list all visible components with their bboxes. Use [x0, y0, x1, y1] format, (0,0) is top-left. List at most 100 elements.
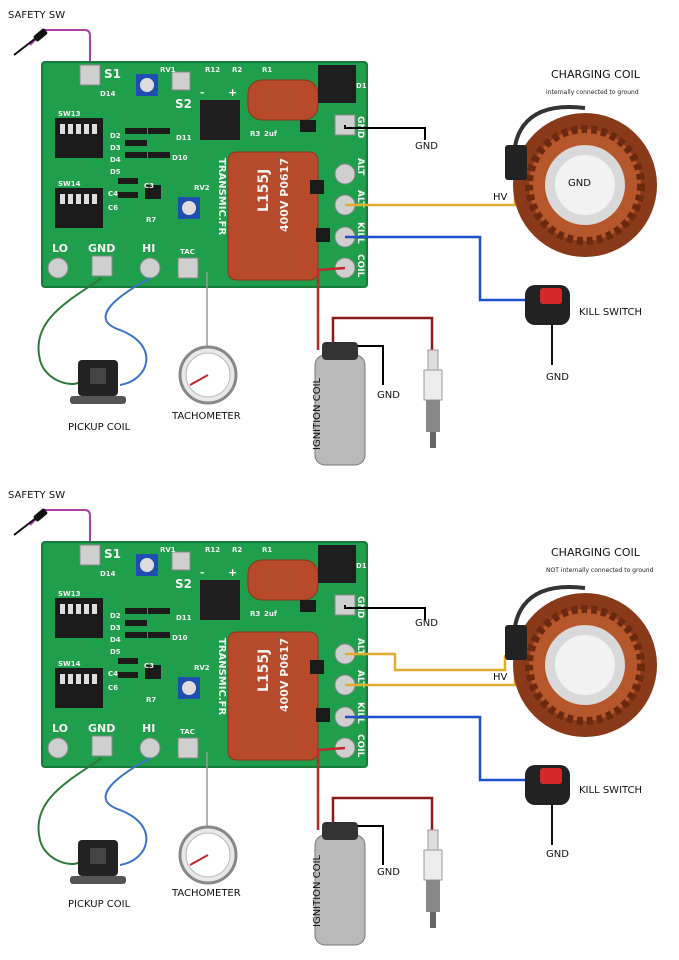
tachometer-label: TACHOMETER	[172, 888, 241, 899]
label-c3: C3	[144, 182, 154, 190]
label-r2: R2	[232, 66, 242, 74]
kill-switch-icon	[525, 765, 570, 845]
label-term-kill: KILL	[355, 702, 365, 724]
coil-wire	[316, 266, 346, 350]
label-s1: S1	[104, 547, 121, 561]
charging-coil-icon	[505, 104, 657, 257]
label-term-alt-2: ALT	[355, 190, 365, 208]
kill-switch-icon	[525, 285, 570, 365]
safety-switch-icon	[13, 28, 48, 56]
ignition-pcb: S1 S2 RV1 RV2 R12 R2 R1 R3 R7 D1 D2 D3 D…	[41, 541, 368, 768]
hv-lead	[331, 796, 434, 840]
pickup-coil-icon	[70, 360, 126, 404]
label-gnd-pad: GND	[88, 722, 115, 735]
label-c6: C6	[108, 684, 118, 692]
pickup-coil-icon	[70, 840, 126, 884]
label-c4: C4	[108, 190, 118, 198]
stator-gnd-label: GND	[568, 178, 591, 189]
charging-coil-icon	[505, 584, 657, 737]
label-d14: D14	[100, 90, 116, 98]
label-r7: R7	[146, 216, 156, 224]
label-rv1: RV1	[160, 546, 176, 554]
label-sw13: SW13	[58, 110, 81, 118]
ignition-pcb: S1 S2 RV1 RV2 R12 R2 R1 R3 R7 D1 D2 D3 D…	[41, 61, 368, 288]
label-tac: TAC	[180, 248, 195, 256]
hv-wire-2	[345, 658, 517, 687]
label-s1: S1	[104, 67, 121, 81]
label-cap-1: L155J	[256, 649, 272, 692]
label-rv1: RV1	[160, 66, 176, 74]
kill-switch-label: KILL SWITCH	[579, 307, 643, 318]
kill-gnd-label: GND	[546, 372, 569, 383]
label-r2: R2	[232, 546, 242, 554]
tachometer-icon	[178, 345, 238, 405]
hv-lead	[331, 316, 434, 360]
label-d14: D14	[100, 570, 116, 578]
label-d2: D2	[110, 132, 121, 140]
pickup-wire-blue	[104, 277, 151, 386]
safety-wire	[29, 509, 91, 558]
ignition-coil-label: IGNITION COIL	[312, 854, 323, 927]
hv-label: HV	[493, 672, 508, 683]
label-rv2: RV2	[194, 184, 210, 192]
label-c3: C3	[144, 662, 154, 670]
kill-wire	[345, 235, 530, 302]
label-sw14: SW14	[58, 180, 81, 188]
label-d10: D10	[172, 154, 188, 162]
label-term-kill: KILL	[355, 222, 365, 244]
label-r1: R1	[262, 66, 272, 74]
label-r3: R3	[250, 130, 260, 138]
label-s2: S2	[175, 577, 192, 591]
label-hi: HI	[142, 722, 155, 735]
label-lo: LO	[52, 242, 68, 255]
pickup-coil-label: PICKUP COIL	[68, 899, 131, 910]
label-d10: D10	[172, 634, 188, 642]
ignition-coil-icon	[314, 822, 366, 946]
label-term-coil: COIL	[355, 734, 365, 758]
label-c4: C4	[108, 670, 118, 678]
label-cap-2: 400V P0617	[278, 158, 291, 232]
label-tac: TAC	[180, 728, 195, 736]
tachometer-label: TACHOMETER	[172, 411, 241, 422]
label-r12: R12	[205, 66, 220, 74]
label-gnd-pad: GND	[88, 242, 115, 255]
kill-gnd-label: GND	[546, 849, 569, 860]
kill-switch-label: KILL SWITCH	[579, 785, 643, 796]
gnd-wire	[344, 605, 426, 620]
label-r7: R7	[146, 696, 156, 704]
label-d11: D11	[176, 134, 192, 142]
label-r12: R12	[205, 546, 220, 554]
label-term-alt-2: ALT	[355, 670, 365, 688]
ign-gnd-label: GND	[377, 390, 400, 401]
charging-coil-label: CHARGING COIL	[551, 68, 640, 81]
charging-coil-note: internally connected to ground	[546, 89, 639, 96]
label-brand: TRANSMIC.FR	[216, 158, 227, 235]
label-hi: HI	[142, 242, 155, 255]
ignition-coil-icon	[314, 342, 366, 466]
label-d1: D1	[356, 82, 367, 90]
label-cap-2: 400V P0617	[278, 638, 291, 712]
diagram-panel-internal-ground: S1 S2 RV1 RV2 R12 R2 R1 R3 R7 D1 D2 D3 D…	[0, 0, 679, 470]
label-cap-1: L155J	[256, 169, 272, 212]
label-d5: D5	[110, 648, 121, 656]
spark-plug-icon	[423, 349, 443, 448]
label-sw13: SW13	[58, 590, 81, 598]
ignition-coil-label: IGNITION COIL	[312, 377, 323, 450]
pickup-wire-blue	[104, 757, 151, 866]
pickup-coil-label: PICKUP COIL	[68, 422, 131, 433]
wiring-diagram-top: S1 S2 RV1 RV2 R12 R2 R1 R3 R7 D1 D2 D3 D…	[13, 28, 657, 466]
pickup-wire-green	[37, 757, 103, 865]
charging-coil-label: CHARGING COIL	[551, 546, 640, 559]
gnd-wire-label: GND	[415, 618, 438, 629]
label-d2: D2	[110, 612, 121, 620]
label-d4: D4	[110, 636, 121, 644]
safety-wire	[29, 29, 91, 78]
label-d11: D11	[176, 614, 192, 622]
safety-switch-icon	[13, 508, 48, 536]
label-term-coil: COIL	[355, 254, 365, 278]
label-minus: -	[200, 86, 205, 99]
label-r1: R1	[262, 546, 272, 554]
label-d3: D3	[110, 144, 121, 152]
pickup-wire-green	[37, 277, 103, 385]
label-cap-small: 2uf	[264, 130, 278, 138]
